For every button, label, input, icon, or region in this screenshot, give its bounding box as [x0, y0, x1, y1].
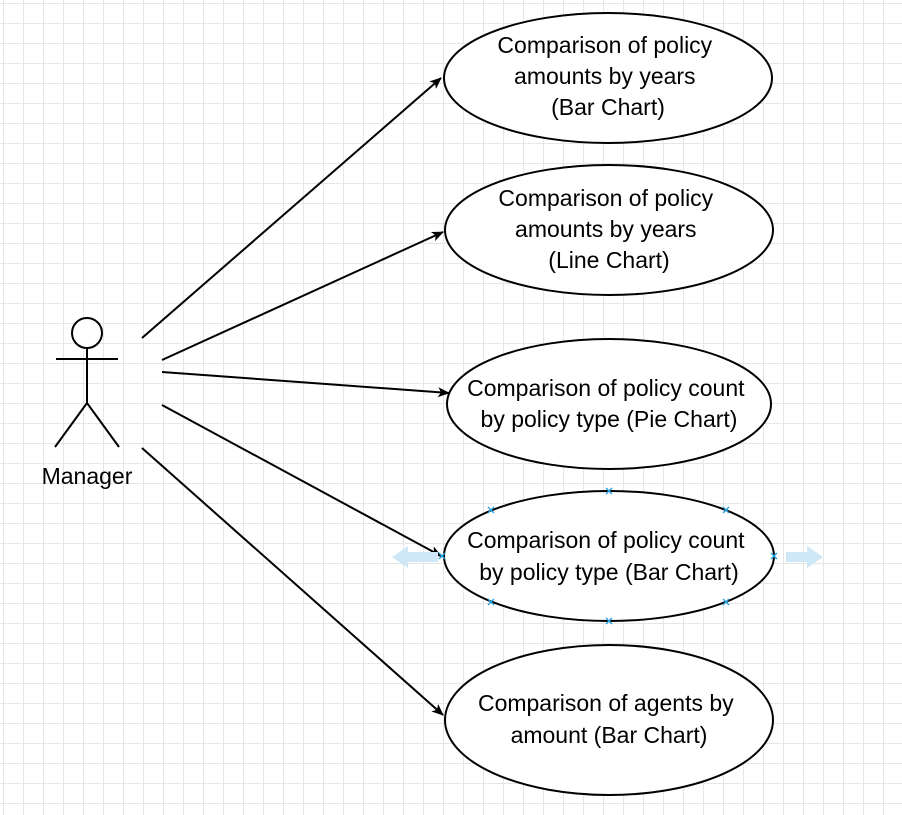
use-case-label-line: (Line Chart) [548, 247, 669, 273]
use-case-pie-chart-by-type[interactable]: Comparison of policy count by policy typ… [446, 338, 772, 470]
resize-handle-bottom-right[interactable] [722, 598, 730, 606]
use-case-label-line: (Bar Chart) [551, 94, 665, 120]
use-case-label-line: by policy type (Pie Chart) [481, 406, 738, 432]
connect-left-arrow-icon[interactable] [392, 546, 438, 568]
use-case-bar-chart-by-type[interactable]: Comparison of policy count by policy typ… [443, 490, 775, 622]
association-arrow-uc5[interactable] [141, 447, 444, 716]
use-case-label-line: Comparison of policy [498, 185, 713, 211]
use-case-label-line: amount (Bar Chart) [511, 722, 708, 748]
associations [141, 77, 450, 716]
use-case-label-line: by policy type (Bar Chart) [479, 559, 738, 585]
use-case-label-line: Comparison of policy count [467, 375, 745, 401]
use-case-agents-by-amount[interactable]: Comparison of agents by amount (Bar Char… [444, 644, 774, 796]
selection-handles[interactable] [438, 487, 778, 625]
actor-head [71, 317, 103, 349]
use-case-label-line: amounts by years [515, 216, 697, 242]
use-case-label: Comparison of agents by amount (Bar Char… [478, 690, 740, 748]
resize-handle-top[interactable] [605, 487, 613, 495]
actor-left-leg [54, 402, 88, 448]
manager-actor[interactable]: Manager [42, 317, 133, 489]
resize-handle-bottom-left[interactable] [487, 598, 495, 606]
resize-handle-left[interactable] [438, 552, 446, 560]
connect-right-arrow-icon[interactable] [786, 546, 823, 568]
association-arrow-uc1[interactable] [141, 77, 442, 339]
actor-right-leg [86, 402, 120, 448]
resize-handle-top-left[interactable] [487, 506, 495, 514]
use-case-ellipse [443, 490, 775, 622]
use-case-ellipse [444, 164, 774, 296]
association-arrow-uc2[interactable] [161, 231, 444, 361]
use-case-label: Comparison of policy amounts by years (B… [497, 32, 718, 120]
use-case-label-line: amounts by years [514, 63, 696, 89]
use-case-label-line: Comparison of policy count [467, 527, 745, 553]
association-arrow-uc4[interactable] [161, 404, 442, 557]
resize-handle-right[interactable] [770, 552, 778, 560]
use-case-label-line: Comparison of agents by [478, 690, 734, 716]
use-case-ellipse [446, 338, 772, 470]
association-arrow-uc3[interactable] [161, 371, 450, 398]
use-case-label: Comparison of policy count by policy typ… [467, 527, 751, 585]
actor-label: Manager [42, 463, 133, 489]
use-case-ellipse [444, 644, 774, 796]
resize-handle-top-right[interactable] [722, 506, 730, 514]
use-case-bar-chart-by-years[interactable]: Comparison of policy amounts by years (B… [443, 12, 773, 144]
use-case-label: Comparison of policy count by policy typ… [467, 375, 751, 432]
use-case-line-chart-by-years[interactable]: Comparison of policy amounts by years (L… [444, 164, 774, 296]
use-case-label: Comparison of policy amounts by years (L… [498, 185, 719, 273]
use-case-ellipse [443, 12, 773, 144]
resize-handle-bottom[interactable] [605, 617, 613, 625]
use-case-label-line: Comparison of policy [497, 32, 712, 58]
